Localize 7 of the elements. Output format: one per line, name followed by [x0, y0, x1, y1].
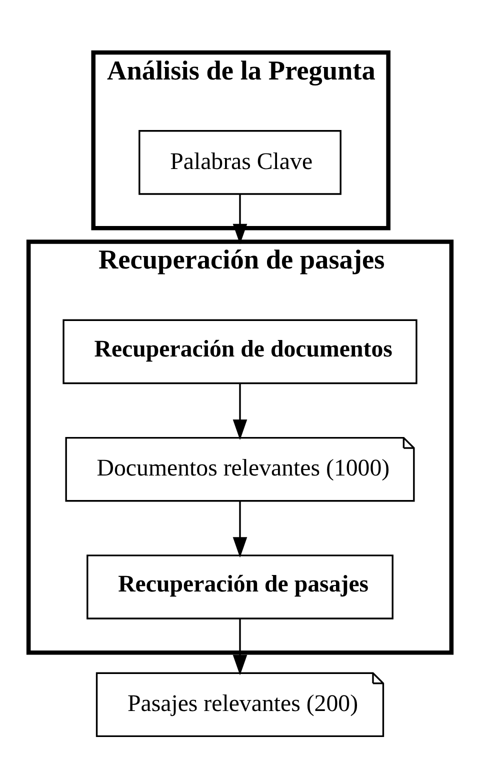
arrow [232, 618, 248, 675]
node-box: Recuperación de pasajes [86, 554, 394, 619]
node-box: Palabras Clave [138, 130, 342, 194]
arrow [232, 382, 248, 440]
arrow [232, 500, 248, 558]
arrow [232, 194, 248, 244]
node-box: Recuperación de documentos [62, 318, 418, 384]
